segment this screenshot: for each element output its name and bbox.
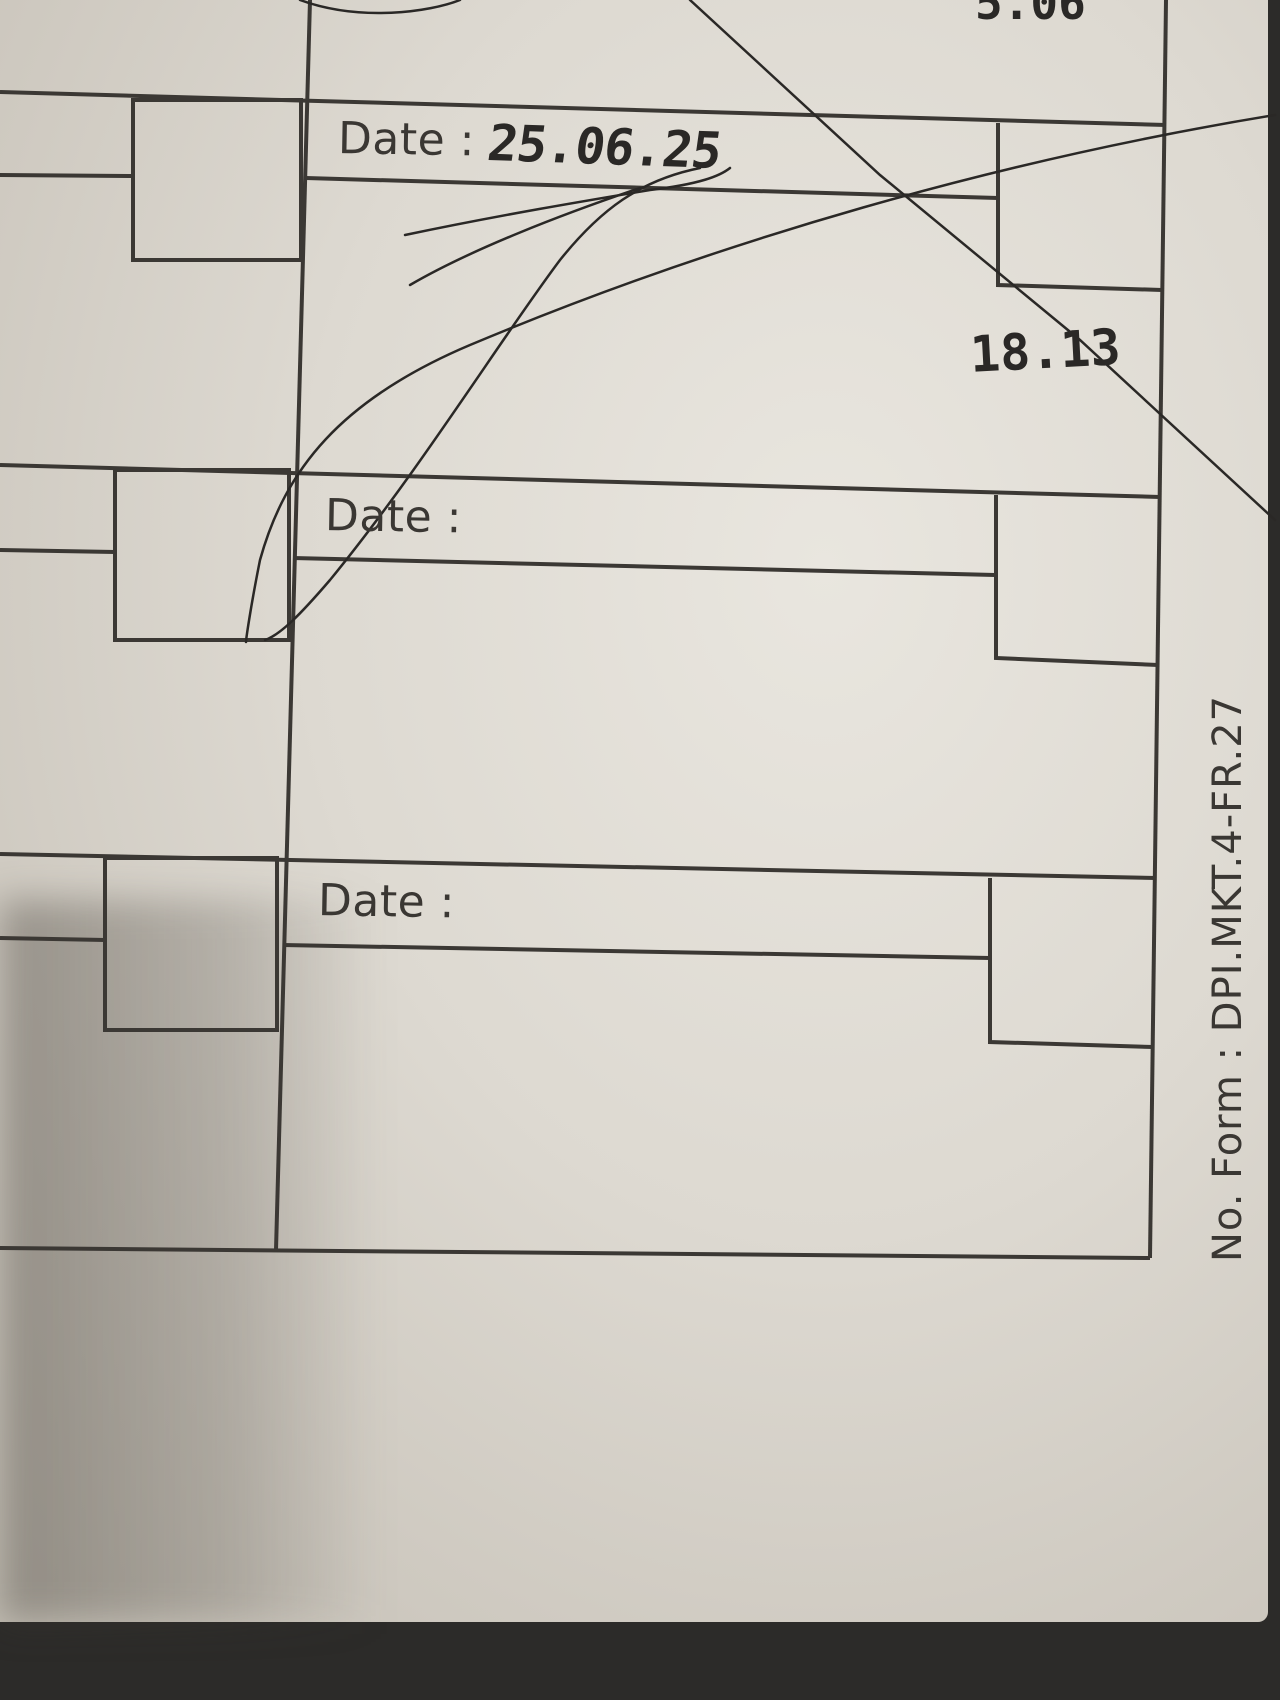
- row3-left-divider: [0, 936, 106, 942]
- row1-left-box: [131, 98, 303, 262]
- row2-left-divider: [0, 548, 116, 554]
- row1-date-label: Date :: [337, 113, 476, 167]
- row2-date-label: Date :: [324, 490, 463, 544]
- right-vertical-line: [1148, 0, 1168, 1259]
- row1-handwritten-date: 25.06.25: [484, 114, 725, 180]
- row3-left-box: [103, 856, 279, 1032]
- row2-date-underline: [292, 556, 996, 577]
- row2-left-box: [113, 468, 291, 642]
- row1-left-divider: [0, 173, 134, 178]
- row1-handwritten-time: 18.13: [968, 318, 1122, 384]
- hand-shadow: [0, 900, 380, 1622]
- row3-date-underline: [282, 943, 991, 960]
- row1-date-underline: [305, 176, 999, 200]
- center-vertical-line: [274, 0, 312, 1251]
- row3-right-box: [988, 878, 1154, 1049]
- row3-date-label: Date :: [317, 875, 456, 929]
- row1-right-box: [996, 123, 1163, 292]
- bottom-border-line: [0, 1246, 1151, 1260]
- form-number-label: No. Form : DPI.MKT.4-FR.27: [1205, 694, 1251, 1262]
- row2-right-box: [994, 495, 1159, 667]
- top-handwritten-fragment: 5.06: [975, 0, 1086, 30]
